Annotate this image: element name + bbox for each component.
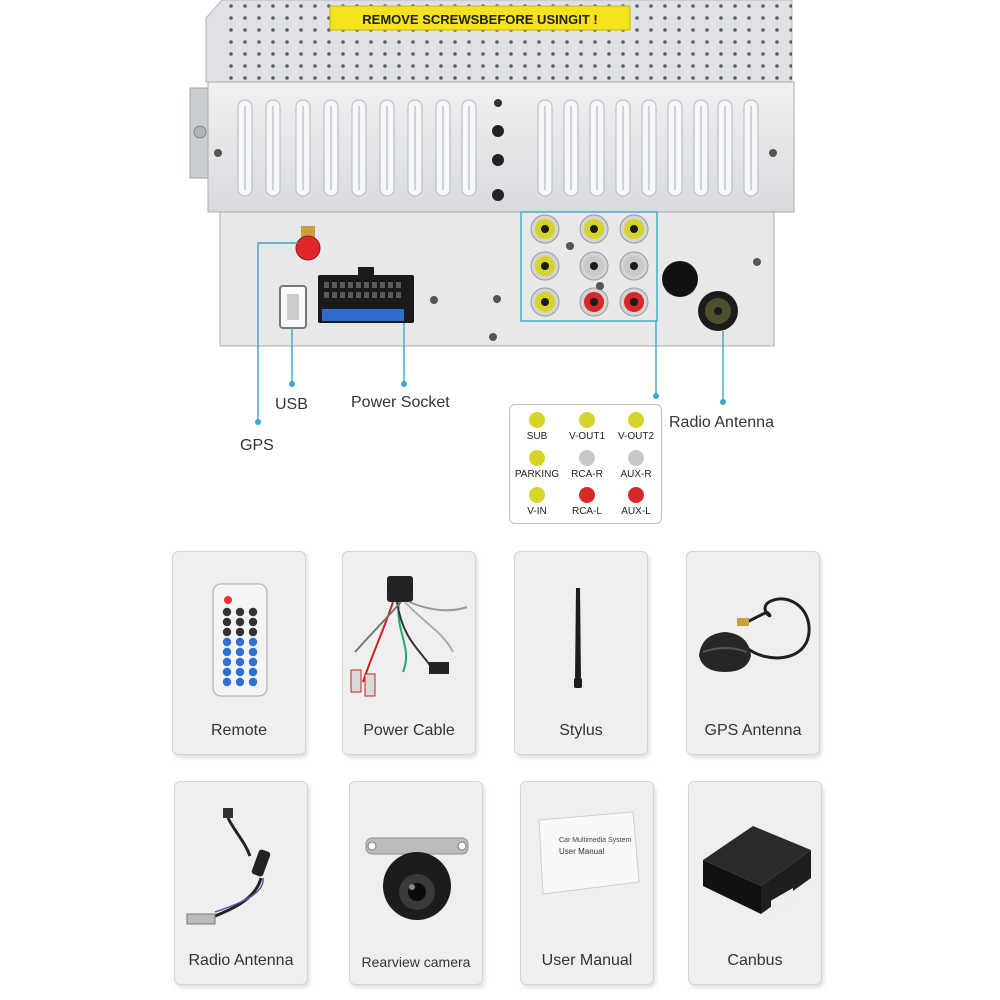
- accessory-label: User Manual: [541, 952, 633, 969]
- side-bracket: [189, 87, 211, 179]
- accessory-label: Rearview camera: [361, 954, 471, 970]
- screw-icon: [493, 295, 501, 303]
- screw-icon: [566, 242, 574, 250]
- usb-label: USB: [275, 396, 308, 413]
- rearview-camera-icon: [365, 837, 469, 920]
- accessory-card-canbus: Canbus: [688, 781, 822, 985]
- legend-label: AUX-R: [620, 469, 652, 480]
- legend-color-dot: [529, 487, 545, 503]
- round-port-icon: [662, 261, 698, 297]
- legend-color-dot: [579, 487, 595, 503]
- canbus-box-icon: [703, 826, 811, 914]
- accessory-card-radio-antenna: Radio Antenna: [174, 781, 308, 985]
- callout-dots: [255, 381, 726, 425]
- gps-label: GPS: [240, 437, 274, 454]
- legend-item: V-OUT1: [561, 412, 613, 442]
- manual-cover-line1: Car Multimedia System: [559, 837, 632, 844]
- legend-item: AUX-L: [610, 487, 662, 517]
- power-socket-label: Power Socket: [351, 394, 450, 411]
- top-cover: REMOVE SCREWSBEFORE USINGIT !: [205, 0, 793, 83]
- legend-color-dot: [579, 412, 595, 428]
- accessory-card-gps-antenna: GPS Antenna: [686, 551, 820, 755]
- rca-jack-icon: [530, 214, 560, 244]
- screw-icon: [492, 189, 504, 201]
- legend-label: SUB: [526, 431, 548, 442]
- rca-jack-icon: [619, 251, 649, 281]
- legend-color-dot: [628, 412, 644, 428]
- manual-cover-line2: User Manual: [559, 847, 605, 856]
- rca-jack-icon: [619, 214, 649, 244]
- user-manual-icon: Car Multimedia System User Manual: [538, 811, 640, 895]
- power-cable-icon: [350, 576, 468, 697]
- gps-port-icon: [295, 226, 321, 261]
- rca-highlight-box: [520, 211, 658, 322]
- accessory-label: GPS Antenna: [704, 722, 802, 739]
- legend-item: V-OUT2: [610, 412, 662, 442]
- legend-color-dot: [628, 487, 644, 503]
- screw-icon: [430, 296, 438, 304]
- usb-port-icon: [279, 285, 307, 329]
- screw-icon: [214, 149, 222, 157]
- stylus-icon: [574, 588, 582, 688]
- power-socket-icon: [318, 267, 414, 323]
- rca-jack-icon: [579, 214, 609, 244]
- accessory-label: Radio Antenna: [188, 952, 294, 969]
- screw-icon: [489, 333, 497, 341]
- screw-icon: [753, 258, 761, 266]
- head-unit-rear-view: REMOVE SCREWSBEFORE USINGIT !: [189, 0, 795, 425]
- accessory-card-power-cable: Power Cable: [342, 551, 476, 755]
- radio-antenna-socket-icon: [698, 291, 738, 331]
- legend-label: V-IN: [527, 506, 547, 517]
- rca-jack-icon: [619, 287, 649, 317]
- screw-icon: [492, 154, 504, 166]
- legend-color-dot: [579, 450, 595, 466]
- legend-label: PARKING: [514, 469, 560, 480]
- rca-jack-icon: [530, 251, 560, 281]
- screw-icon: [492, 125, 504, 137]
- legend-color-dot: [529, 450, 545, 466]
- accessory-label: Stylus: [559, 722, 603, 739]
- rca-jack-icon: [530, 287, 560, 317]
- accessory-label: Remote: [210, 722, 268, 739]
- legend-item: V-IN: [511, 487, 563, 517]
- legend-item: RCA-R: [561, 450, 613, 480]
- legend-label: AUX-L: [621, 506, 651, 517]
- legend-label: V-OUT2: [617, 431, 655, 442]
- accessory-label: Power Cable: [363, 722, 455, 739]
- warning-sticker: [329, 5, 631, 31]
- legend-item: PARKING: [511, 450, 563, 480]
- callout-lines: [257, 211, 724, 420]
- legend-label: RCA-R: [571, 469, 603, 480]
- legend-color-dot: [628, 450, 644, 466]
- legend-label: V-OUT1: [568, 431, 606, 442]
- legend-label: RCA-L: [571, 506, 602, 517]
- screw-icon: [494, 99, 502, 107]
- legend-item: AUX-R: [610, 450, 662, 480]
- accessory-label: Canbus: [727, 952, 783, 969]
- accessory-card-remote: Remote: [172, 551, 306, 755]
- screw-icon: [769, 149, 777, 157]
- warning-sticker-text: REMOVE SCREWSBEFORE USINGIT !: [362, 12, 597, 27]
- radio-antenna-cable-icon: [186, 808, 271, 925]
- screw-icon: [596, 282, 604, 290]
- rca-cluster: [530, 214, 649, 317]
- legend-item: RCA-L: [561, 487, 613, 517]
- radio-antenna-label: Radio Antenna: [669, 414, 774, 431]
- accessory-card-user-manual: Car Multimedia System User Manual User M…: [520, 781, 654, 985]
- legend-color-dot: [529, 412, 545, 428]
- remote-control-icon: [212, 583, 268, 697]
- gps-antenna-icon: [699, 597, 811, 672]
- accessory-card-stylus: Stylus: [514, 551, 648, 755]
- accessory-card-rearview-camera: Rearview camera: [349, 781, 483, 985]
- rca-jack-icon: [579, 287, 609, 317]
- rca-jack-icon: [579, 251, 609, 281]
- legend-item: SUB: [511, 412, 563, 442]
- vent-panel: [207, 81, 795, 213]
